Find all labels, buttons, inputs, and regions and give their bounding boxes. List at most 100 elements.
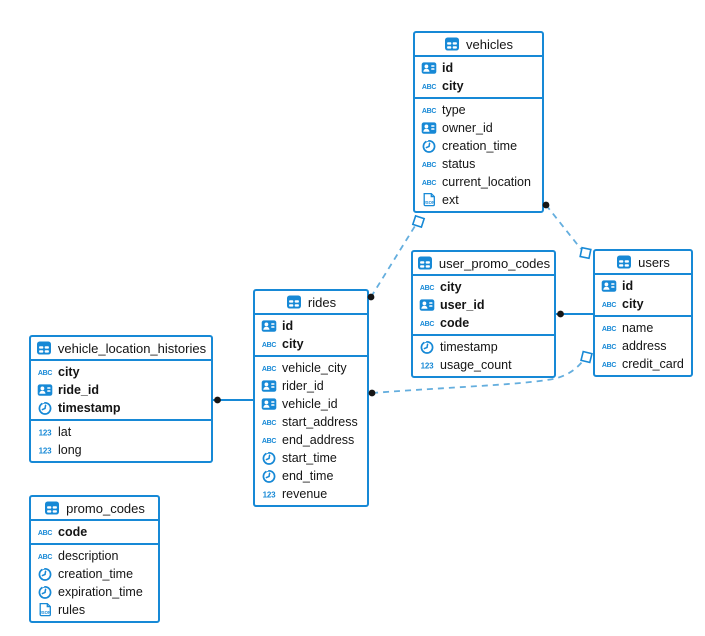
field-name: rules [58, 603, 86, 617]
field-row[interactable]: expiration_time [31, 583, 158, 601]
text-type-icon [261, 360, 277, 376]
field-name: creation_time [58, 567, 134, 581]
field-name: expiration_time [58, 585, 143, 599]
table-user-promo-codes[interactable]: user_promo_codes city user_id code times… [411, 250, 556, 378]
field-row[interactable]: ext [415, 191, 542, 209]
field-row[interactable]: description [31, 547, 158, 565]
field-row[interactable]: current_location [415, 173, 542, 191]
table-vehicle-location-histories[interactable]: vehicle_location_histories city ride_id … [29, 335, 213, 463]
field-name: description [58, 549, 119, 563]
field-name: creation_time [442, 139, 518, 153]
fields-section: timestamp usage_count [413, 336, 554, 376]
table-name: promo_codes [66, 500, 145, 516]
field-row[interactable]: name [595, 319, 691, 337]
text-type-icon [261, 414, 277, 430]
table-header[interactable]: vehicles [415, 33, 542, 57]
field-row[interactable]: creation_time [415, 137, 542, 155]
table-icon [444, 36, 460, 52]
field-row[interactable]: rider_id [255, 377, 367, 395]
field-name: city [58, 365, 80, 379]
field-row[interactable]: city [255, 335, 367, 353]
field-row[interactable]: usage_count [413, 356, 554, 374]
text-type-icon [601, 338, 617, 354]
table-vehicles[interactable]: vehicles id city type owner_id c [413, 31, 544, 213]
fields-section: type owner_id creation_time status curre… [415, 99, 542, 211]
one-end-square [579, 246, 592, 260]
relationship-rides-vehicles[interactable] [370, 225, 416, 298]
field-row[interactable]: revenue [255, 485, 367, 503]
table-name: user_promo_codes [438, 255, 551, 271]
field-row[interactable]: credit_card [595, 355, 691, 373]
table-icon [36, 340, 52, 356]
field-row[interactable]: id [415, 59, 542, 77]
field-row[interactable]: vehicle_city [255, 359, 367, 377]
field-name: rider_id [282, 379, 324, 393]
field-name: city [440, 280, 462, 294]
field-row[interactable]: vehicle_id [255, 395, 367, 413]
number-type-icon [261, 486, 277, 502]
field-row[interactable]: rules [31, 601, 158, 619]
text-type-icon [37, 548, 53, 564]
field-row[interactable]: address [595, 337, 691, 355]
field-row[interactable]: timestamp [413, 338, 554, 356]
field-name: owner_id [442, 121, 493, 135]
timestamp-type-icon [37, 584, 53, 600]
field-name: vehicle_id [282, 397, 338, 411]
table-rides[interactable]: rides id city vehicle_city rider_id [253, 289, 369, 507]
timestamp-type-icon [261, 468, 277, 484]
field-row[interactable]: end_time [255, 467, 367, 485]
field-row[interactable]: end_address [255, 431, 367, 449]
table-icon [616, 254, 632, 270]
field-row[interactable]: start_time [255, 449, 367, 467]
text-type-icon [421, 78, 437, 94]
json-type-icon [421, 192, 437, 208]
table-name: vehicles [466, 36, 513, 52]
relationship-vehicles-users[interactable] [545, 204, 582, 250]
field-row[interactable]: long [31, 441, 211, 459]
field-row[interactable]: city [415, 77, 542, 95]
field-row[interactable]: status [415, 155, 542, 173]
field-name: code [58, 525, 88, 539]
table-header[interactable]: promo_codes [31, 497, 158, 521]
field-row[interactable]: city [595, 295, 691, 313]
timestamp-type-icon [419, 339, 435, 355]
field-name: vehicle_city [282, 361, 347, 375]
field-row[interactable]: ride_id [31, 381, 211, 399]
field-name: ride_id [58, 383, 99, 397]
field-row[interactable]: code [413, 314, 554, 332]
field-row[interactable]: city [31, 363, 211, 381]
field-row[interactable]: owner_id [415, 119, 542, 137]
field-row[interactable]: timestamp [31, 399, 211, 417]
field-row[interactable]: id [255, 317, 367, 335]
field-row[interactable]: type [415, 101, 542, 119]
field-name: status [442, 157, 476, 171]
primary-key-section: city ride_id timestamp [31, 361, 211, 421]
field-name: type [442, 103, 466, 117]
table-users[interactable]: users id city name address credi [593, 249, 693, 377]
uuid-type-icon [261, 378, 277, 394]
table-promo-codes[interactable]: promo_codes code description creation_ti… [29, 495, 160, 623]
fields-section: name address credit_card [595, 317, 691, 375]
field-row[interactable]: code [31, 523, 158, 541]
field-row[interactable]: creation_time [31, 565, 158, 583]
field-row[interactable]: user_id [413, 296, 554, 314]
field-row[interactable]: lat [31, 423, 211, 441]
table-header[interactable]: user_promo_codes [413, 252, 554, 276]
field-name: city [282, 337, 304, 351]
table-header[interactable]: rides [255, 291, 367, 315]
number-type-icon [37, 424, 53, 440]
text-type-icon [601, 320, 617, 336]
table-name: users [638, 254, 670, 270]
field-row[interactable]: city [413, 278, 554, 296]
field-row[interactable]: id [595, 277, 691, 295]
field-name: end_time [282, 469, 334, 483]
table-header[interactable]: vehicle_location_histories [31, 337, 211, 361]
text-type-icon [419, 315, 435, 331]
text-type-icon [601, 296, 617, 312]
number-type-icon [37, 442, 53, 458]
uuid-type-icon [37, 382, 53, 398]
table-header[interactable]: users [595, 251, 691, 275]
field-name: address [622, 339, 667, 353]
field-row[interactable]: start_address [255, 413, 367, 431]
